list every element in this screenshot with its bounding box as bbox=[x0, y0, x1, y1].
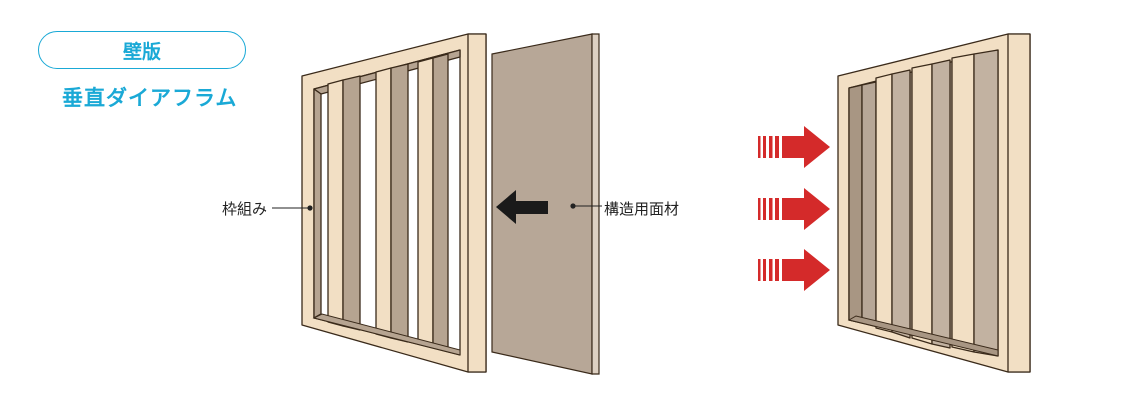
force-arrow-middle bbox=[758, 188, 830, 230]
panel-leader bbox=[570, 203, 602, 209]
left-bottom-plate bbox=[312, 313, 461, 356]
frame-label: 枠組み bbox=[222, 200, 268, 218]
force-arrow-bottom bbox=[758, 249, 830, 291]
left-arrow-icon bbox=[496, 190, 548, 224]
right-arrow-icon bbox=[758, 126, 830, 291]
frame-leader bbox=[272, 205, 313, 211]
badge-text: 壁版 bbox=[122, 40, 161, 63]
left-frame bbox=[301, 33, 487, 373]
vertical-diaphragm-title: 垂直ダイアフラム bbox=[62, 86, 238, 110]
right-bottom-plate bbox=[847, 315, 999, 357]
force-arrow-top bbox=[758, 126, 830, 168]
wall-panel-badge: 壁版 bbox=[38, 31, 246, 69]
structural-panel-label: 構造用面材 bbox=[604, 200, 680, 218]
